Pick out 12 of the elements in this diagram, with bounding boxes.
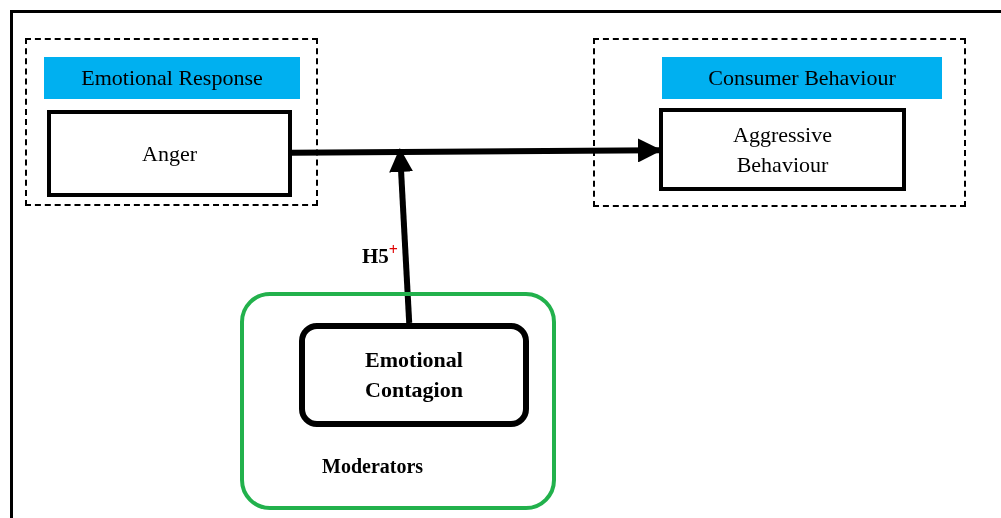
moderator-box — [240, 292, 556, 510]
construct-box — [659, 108, 906, 191]
dashed-group-box — [593, 38, 966, 207]
construct-box — [299, 323, 529, 427]
construct-label: Emotional Contagion — [364, 346, 464, 404]
heading-band: Emotional Response — [44, 57, 300, 99]
construct-label: Anger — [141, 139, 198, 168]
group-label: Moderators — [322, 455, 424, 478]
construct-box — [47, 110, 292, 197]
dashed-group-box — [25, 38, 318, 206]
heading-band: Consumer Behaviour — [662, 57, 942, 99]
construct-label: Aggressive Behaviour — [732, 120, 833, 179]
